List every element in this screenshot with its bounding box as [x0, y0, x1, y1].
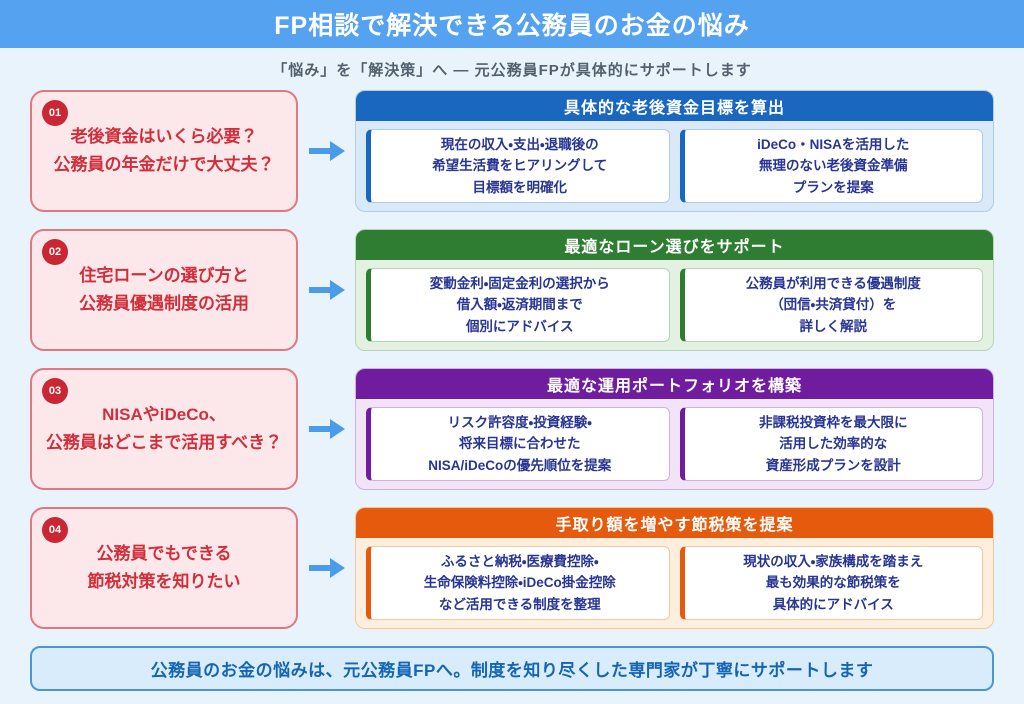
row-number-badge: 01: [42, 100, 68, 126]
solution-box-right: 公務員が利用できる優遇制度 （団信・共済貸付）を 詳しく解説: [679, 268, 983, 342]
worry-row-4: 04 公務員でもできる 節税対策を知りたい 手取り額を増やす節税策を提案 ふるさ…: [30, 507, 994, 629]
solution-text: 非課税投資枠を最大限に 活用した効率的な 資産形成プランを設計: [759, 414, 908, 473]
problem-card-4: 04 公務員でもできる 節税対策を知りたい: [30, 507, 298, 629]
solution-text: リスク許容度・投資経験・ 将来目標に合わせた NISA/iDeCoの優先順位を提…: [428, 414, 612, 473]
solution-box-left: ふるさと納税・医療費控除・ 生命保険料控除・iDeCo掛金控除 など活用できる制…: [366, 546, 670, 620]
solution-panel-1: 具体的な老後資金目標を算出 現在の収入・支出・退職後の 希望生活費をヒアリングし…: [355, 90, 994, 212]
problem-card-3: 03 NISAやiDeCo、 公務員はどこまで活用すべき？: [30, 368, 298, 490]
problem-text: 老後資金はいくら必要？ 公務員の年金だけで大丈夫？: [53, 126, 275, 174]
solution-box-right: 非課税投資枠を最大限に 活用した効率的な 資産形成プランを設計: [679, 407, 983, 481]
solution-text: 変動金利・固定金利の選択から 借入額・返済期間まで 個別にアドバイス: [429, 275, 610, 334]
page-title: FP相談で解決できる公務員のお金の悩み: [274, 12, 750, 40]
solution-panel-title: 最適な運用ポートフォリオを構築: [356, 369, 993, 399]
solution-box-left: リスク許容度・投資経験・ 将来目標に合わせた NISA/iDeCoの優先順位を提…: [366, 407, 670, 481]
solution-box-right: 現状の収入・家族構成を踏まえ 最も効果的な節税策を 具体的にアドバイス: [679, 546, 983, 620]
arrow-cell: [298, 229, 355, 351]
problem-text: NISAやiDeCo、 公務員はどこまで活用すべき？: [45, 404, 283, 452]
arrow-right-icon: [308, 141, 345, 161]
arrow-right-icon: [308, 558, 345, 578]
arrow-cell: [298, 90, 355, 212]
solution-panel-body: 現在の収入・支出・退職後の 希望生活費をヒアリングして 目標額を明確化 iDeC…: [356, 121, 993, 211]
solution-panel-title: 具体的な老後資金目標を算出: [356, 91, 993, 121]
solution-box-left: 変動金利・固定金利の選択から 借入額・返済期間まで 個別にアドバイス: [366, 268, 670, 342]
solution-text: ふるさと納税・医療費控除・ 生命保険料控除・iDeCo掛金控除 など活用できる制…: [423, 553, 616, 612]
solution-panel-title: 手取り額を増やす節税策を提案: [356, 508, 993, 538]
worry-row-3: 03 NISAやiDeCo、 公務員はどこまで活用すべき？ 最適な運用ポートフォ…: [30, 368, 994, 490]
footer-banner: 公務員のお金の悩みは、元公務員FPへ。制度を知り尽くした専門家が丁寧にサポートし…: [30, 646, 994, 691]
arrow-cell: [298, 507, 355, 629]
title-bar: FP相談で解決できる公務員のお金の悩み: [0, 0, 1024, 48]
solution-panel-4: 手取り額を増やす節税策を提案 ふるさと納税・医療費控除・ 生命保険料控除・iDe…: [355, 507, 994, 629]
problem-card-1: 01 老後資金はいくら必要？ 公務員の年金だけで大丈夫？: [30, 90, 298, 212]
arrow-cell: [298, 368, 355, 490]
solution-panel-title: 最適なローン選びをサポート: [356, 230, 993, 260]
problem-text: 住宅ローンの選び方と 公務員優遇制度の活用: [79, 265, 249, 313]
solution-text: iDeCo・NISAを活用した 無理のない老後資金準備 プランを提案: [757, 136, 910, 195]
solution-panel-2: 最適なローン選びをサポート 変動金利・固定金利の選択から 借入額・返済期間まで …: [355, 229, 994, 351]
row-number-badge: 02: [42, 239, 68, 265]
diagram-body: 01 老後資金はいくら必要？ 公務員の年金だけで大丈夫？ 具体的な老後資金目標を…: [0, 90, 1024, 629]
solution-panel-body: リスク許容度・投資経験・ 将来目標に合わせた NISA/iDeCoの優先順位を提…: [356, 399, 993, 489]
solution-text: 現在の収入・支出・退職後の 希望生活費をヒアリングして 目標額を明確化: [432, 136, 608, 195]
solution-panel-body: 変動金利・固定金利の選択から 借入額・返済期間まで 個別にアドバイス 公務員が利…: [356, 260, 993, 350]
problem-card-2: 02 住宅ローンの選び方と 公務員優遇制度の活用: [30, 229, 298, 351]
row-number-badge: 03: [42, 378, 68, 404]
solution-box-left: 現在の収入・支出・退職後の 希望生活費をヒアリングして 目標額を明確化: [366, 129, 670, 203]
problem-text: 公務員でもできる 節税対策を知りたい: [87, 543, 241, 591]
solution-text: 現状の収入・家族構成を踏まえ 最も効果的な節税策を 具体的にアドバイス: [743, 553, 924, 612]
arrow-right-icon: [308, 280, 345, 300]
worry-row-2: 02 住宅ローンの選び方と 公務員優遇制度の活用 最適なローン選びをサポート 変…: [30, 229, 994, 351]
solution-panel-body: ふるさと納税・医療費控除・ 生命保険料控除・iDeCo掛金控除 など活用できる制…: [356, 538, 993, 628]
solution-text: 公務員が利用できる優遇制度 （団信・共済貸付）を 詳しく解説: [745, 275, 921, 334]
arrow-right-icon: [308, 419, 345, 439]
page-subtitle: 「悩み」を「解決策」へ — 元公務員FPが具体的にサポートします: [272, 61, 752, 79]
solution-box-right: iDeCo・NISAを活用した 無理のない老後資金準備 プランを提案: [679, 129, 983, 203]
worry-row-1: 01 老後資金はいくら必要？ 公務員の年金だけで大丈夫？ 具体的な老後資金目標を…: [30, 90, 994, 212]
solution-panel-3: 最適な運用ポートフォリオを構築 リスク許容度・投資経験・ 将来目標に合わせた N…: [355, 368, 994, 490]
row-number-badge: 04: [42, 517, 68, 543]
